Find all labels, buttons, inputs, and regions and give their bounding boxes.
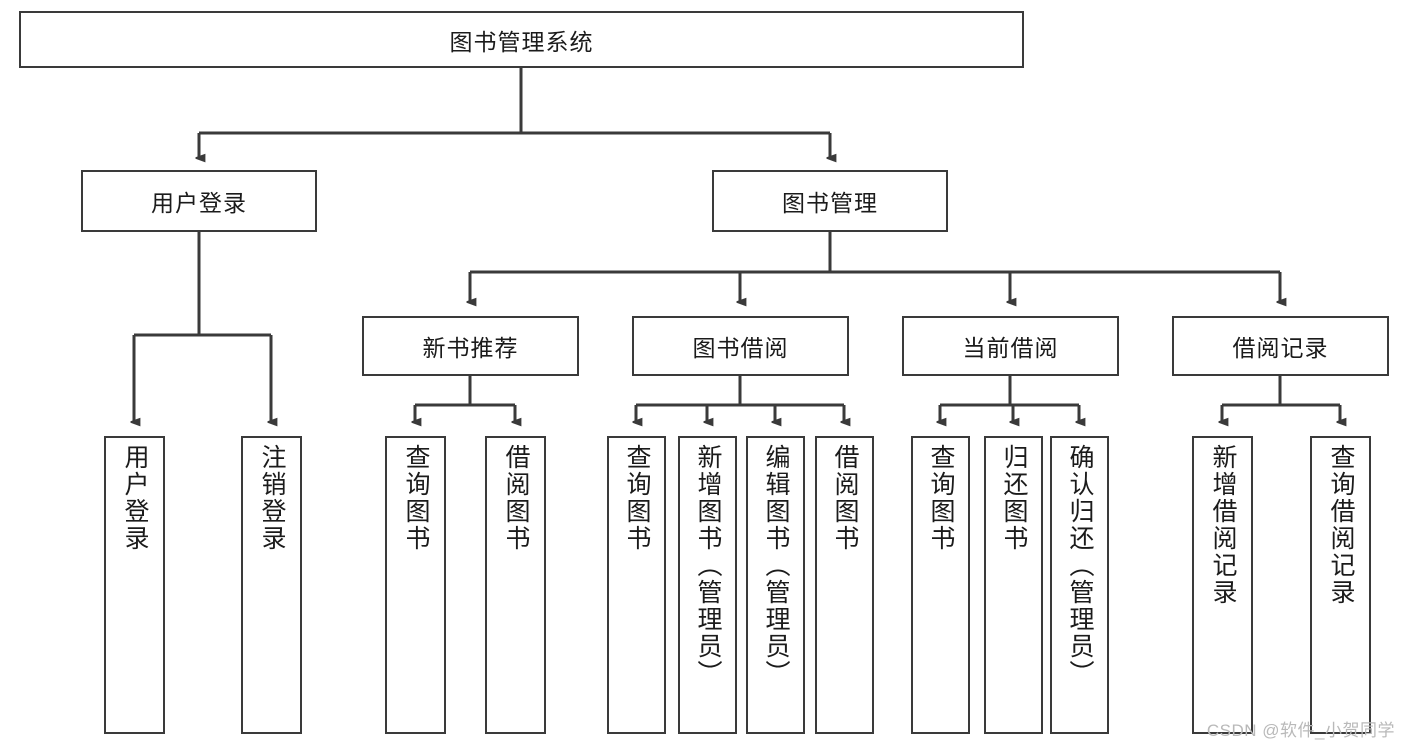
leaf-node[interactable]: 归还图书 (984, 436, 1043, 734)
leaf-node-label: 借阅图书 (831, 444, 859, 552)
node-root-label: 图书管理系统 (449, 28, 594, 55)
leaf-node-label: 借阅图书 (502, 444, 530, 552)
node-user-login-label: 用户登录 (151, 190, 247, 216)
leaf-node-label: 用户登录 (121, 444, 149, 552)
leaf-node[interactable]: 查询图书 (911, 436, 970, 734)
leaf-node-label: 编辑图书（管理员） (762, 444, 790, 687)
node-book-management[interactable]: 图书管理 (712, 170, 948, 232)
node-new-book-recommend-label: 新书推荐 (422, 335, 519, 361)
node-book-borrow[interactable]: 图书借阅 (632, 316, 849, 376)
leaf-node-label: 新增借阅记录 (1209, 444, 1237, 606)
watermark: CSDN @软件_小贺同学 (1206, 721, 1395, 740)
leaf-node-label: 查询图书 (623, 444, 651, 552)
leaf-node[interactable]: 查询借阅记录 (1310, 436, 1371, 734)
node-current-borrow[interactable]: 当前借阅 (902, 316, 1119, 376)
leaf-node[interactable]: 编辑图书（管理员） (746, 436, 805, 734)
leaf-node[interactable]: 新增借阅记录 (1192, 436, 1253, 734)
leaf-node[interactable]: 借阅图书 (815, 436, 874, 734)
node-borrow-record-label: 借阅记录 (1232, 335, 1329, 361)
leaf-node-label: 查询图书 (927, 444, 955, 552)
node-root[interactable]: 图书管理系统 (19, 11, 1024, 68)
node-book-borrow-label: 图书借阅 (692, 335, 789, 361)
leaf-node-label: 归还图书 (1000, 444, 1028, 552)
leaf-node[interactable]: 新增图书（管理员） (678, 436, 737, 734)
leaf-node[interactable]: 查询图书 (385, 436, 446, 734)
node-book-management-label: 图书管理 (782, 190, 878, 216)
leaf-node-label: 查询图书 (402, 444, 430, 552)
node-user-login[interactable]: 用户登录 (81, 170, 317, 232)
leaf-node[interactable]: 用户登录 (104, 436, 165, 734)
leaf-node-label: 查询借阅记录 (1327, 444, 1355, 606)
leaf-node-label: 确认归还（管理员） (1066, 444, 1094, 687)
leaf-node[interactable]: 注销登录 (241, 436, 302, 734)
leaf-node[interactable]: 借阅图书 (485, 436, 546, 734)
node-new-book-recommend[interactable]: 新书推荐 (362, 316, 579, 376)
node-borrow-record[interactable]: 借阅记录 (1172, 316, 1389, 376)
leaf-node-label: 注销登录 (258, 444, 286, 552)
leaf-node[interactable]: 确认归还（管理员） (1050, 436, 1109, 734)
leaf-node[interactable]: 查询图书 (607, 436, 666, 734)
leaf-node-label: 新增图书（管理员） (694, 444, 722, 687)
node-current-borrow-label: 当前借阅 (962, 335, 1059, 361)
